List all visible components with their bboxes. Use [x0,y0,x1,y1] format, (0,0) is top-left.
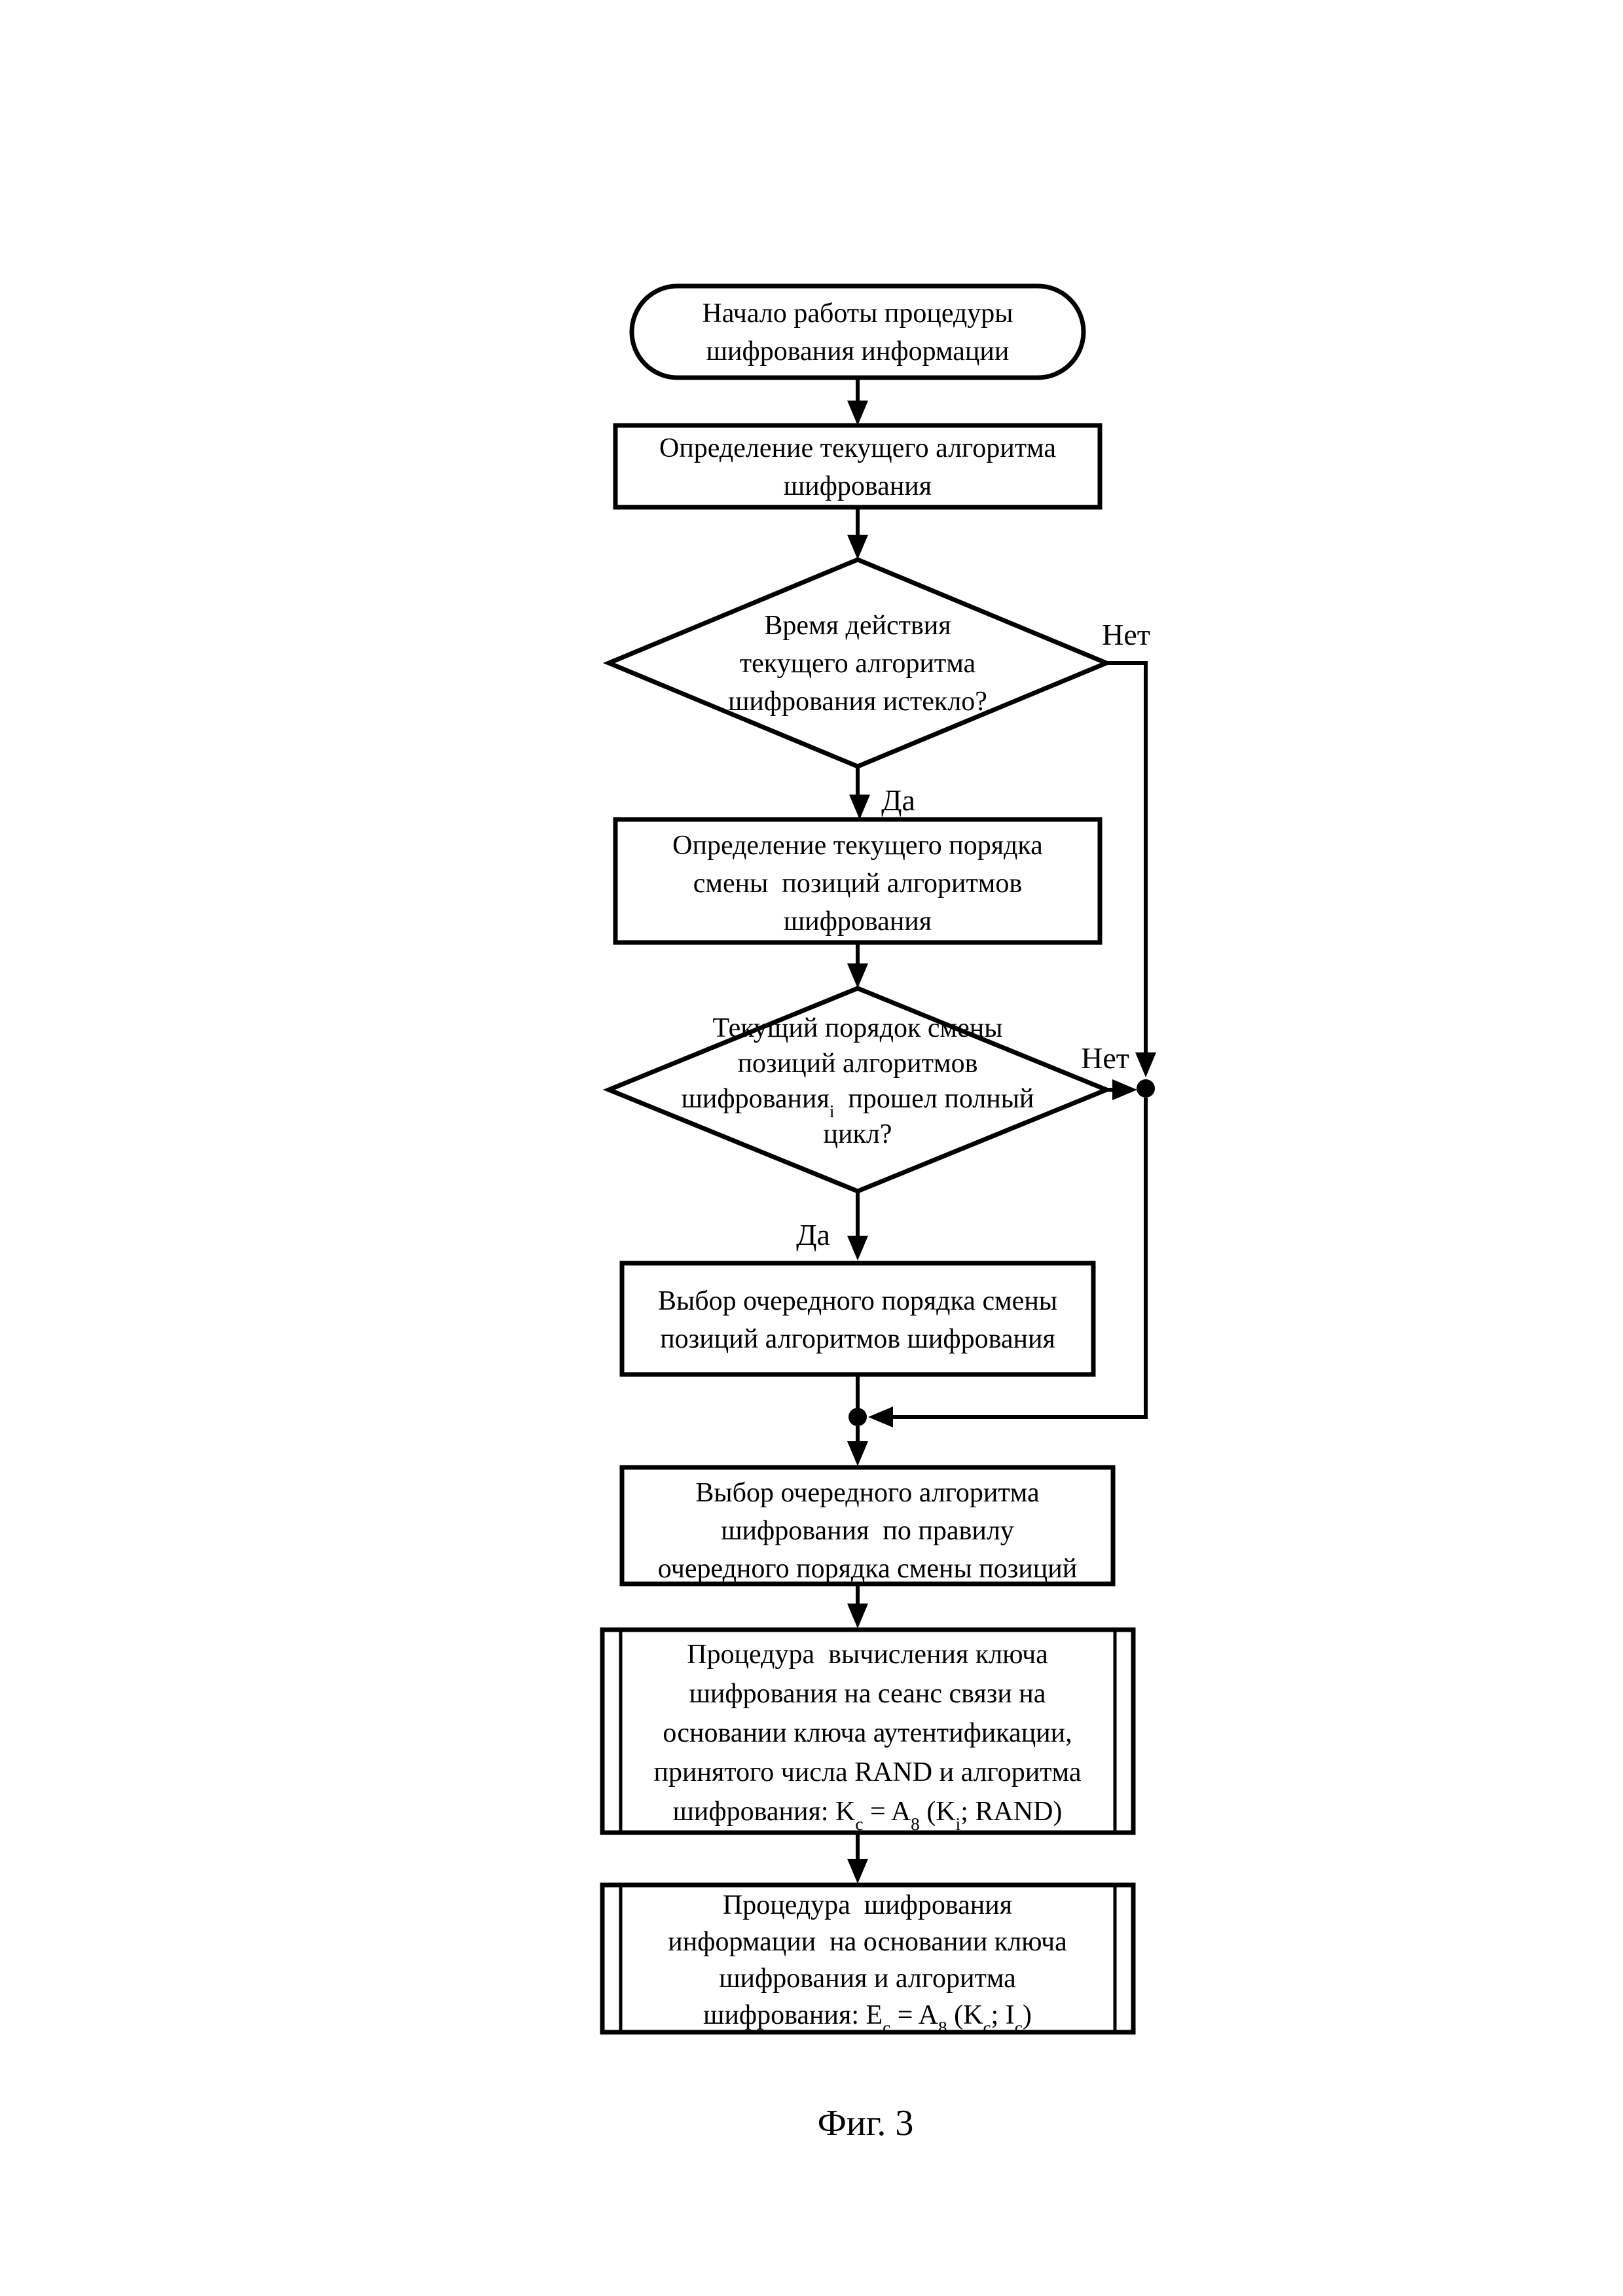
arrowhead-into-junction-2 [868,1407,893,1427]
encrypt-information-text-line: Процедура шифрования [723,1890,1012,1920]
process-shape-define-current-algorithm [613,423,1103,510]
node-select-next-order: Выбор очередного порядка смены позиций а… [619,1261,1096,1377]
predefined-process-shape-encrypt-information [600,1882,1136,2035]
arrowhead-into-encrypt [847,1859,868,1884]
node-start: Начало работы процедуры шифрования инфор… [629,283,1086,380]
encrypt-information-formula: шифрования: Ec = A8 (Kc; Ic) [703,2000,1032,2037]
define-current-order-text-line: Определение текущего порядка [672,831,1043,861]
arrowhead-into-decision1 [847,535,868,560]
select-next-algorithm-text-line: Выбор очередного алгоритма [695,1478,1040,1508]
arrowhead-into-decision2 [847,963,868,988]
branch-label-no-1: Нет [1102,618,1150,651]
define-current-algorithm-text-line: шифрования [784,471,932,501]
junction-dot-1 [1137,1079,1155,1098]
select-next-order-text-line: позиций алгоритмов шифрования [660,1324,1055,1354]
define-current-order-text-line: смены позиций алгоритмов [693,869,1022,899]
branch-label-yes-1: Да [881,783,915,817]
arrowhead-into-select-algorithm [847,1441,868,1466]
decision-shape-algorithm-time-expired [602,557,1113,769]
algorithm-time-expired-text-line: шифрования истекло? [728,687,987,717]
node-select-next-algorithm: Выбор очередного алгоритма шифрования по… [619,1465,1116,1587]
order-full-cycle-text-line: цикл? [824,1119,892,1149]
arrowhead-into-junction-1 [1135,1052,1156,1077]
compute-session-key-formula: шифрования: Kc = A8 (Ki; RAND) [673,1797,1063,1834]
compute-session-key-text-line: принятого числа RAND и алгоритма [654,1757,1082,1787]
branch-label-no-2: Нет [1081,1041,1129,1075]
figure-caption: Фиг. 3 [818,2103,914,2144]
node-algorithm-time-expired: Время действия текущего алгоритма шифров… [602,557,1113,769]
arrowhead-into-define-order [849,795,870,819]
arrowhead-into-compute-key [847,1604,868,1628]
decision-shape-order-full-cycle [602,986,1113,1194]
define-current-algorithm-text-line: Определение текущего алгоритма [659,433,1056,463]
compute-session-key-text-line: основании ключа аутентификации, [663,1718,1072,1748]
process-shape-select-next-order [619,1261,1096,1377]
terminator-shape-start [629,283,1086,380]
compute-session-key-text-line: шифрования на сеанс связи на [689,1679,1046,1709]
arrowhead-into-junction-1-horizontal [1112,1079,1137,1100]
node-define-current-algorithm: Определение текущего алгоритма шифровани… [613,423,1103,510]
define-current-order-text-line: шифрования [784,906,932,937]
order-full-cycle-text-line: позиций алгоритмов [738,1049,978,1079]
junction-dot-2 [848,1408,867,1426]
order-full-cycle-text-line: шифрованияi прошел полный [682,1084,1034,1121]
process-shape-define-current-order [613,817,1103,945]
select-next-algorithm-text-line: шифрования по правилу [721,1516,1014,1546]
select-next-algorithm-text-line: очередного порядка смены позиций [658,1554,1077,1584]
connector-decision1-no-bypass [1106,661,1148,1052]
branch-label-yes-2: Да [796,1218,830,1251]
encrypt-information-text-line: шифрования и алгоритма [719,1964,1016,1994]
start-text-line: шифрования информации [706,336,1010,367]
connector-bypass-to-junction-2 [890,1098,1148,1419]
arrowhead-into-define-algorithm [847,401,868,425]
arrowhead-into-select-order [847,1236,868,1261]
node-encrypt-information: Процедура шифрования информации на основ… [600,1882,1136,2037]
process-shape-select-next-algorithm [619,1465,1116,1587]
algorithm-time-expired-text-line: Время действия [764,611,951,641]
connectors [847,378,1156,1884]
compute-session-key-text-line: Процедура вычисления ключа [687,1640,1048,1670]
select-next-order-text-line: Выбор очередного порядка смены [658,1286,1057,1316]
encrypt-information-text-line: информации на основании ключа [668,1927,1067,1957]
order-full-cycle-text-line: Текущий порядок смены [713,1013,1003,1043]
node-define-current-order: Определение текущего порядка смены позиц… [613,817,1103,945]
start-text-line: Начало работы процедуры [702,298,1013,329]
algorithm-time-expired-text-line: текущего алгоритма [740,649,976,679]
node-compute-session-key: Процедура вычисления ключа шифрования на… [600,1627,1136,1835]
node-order-full-cycle: Текущий порядок смены позиций алгоритмов… [602,986,1113,1194]
predefined-process-shape-compute-session-key [600,1627,1136,1835]
